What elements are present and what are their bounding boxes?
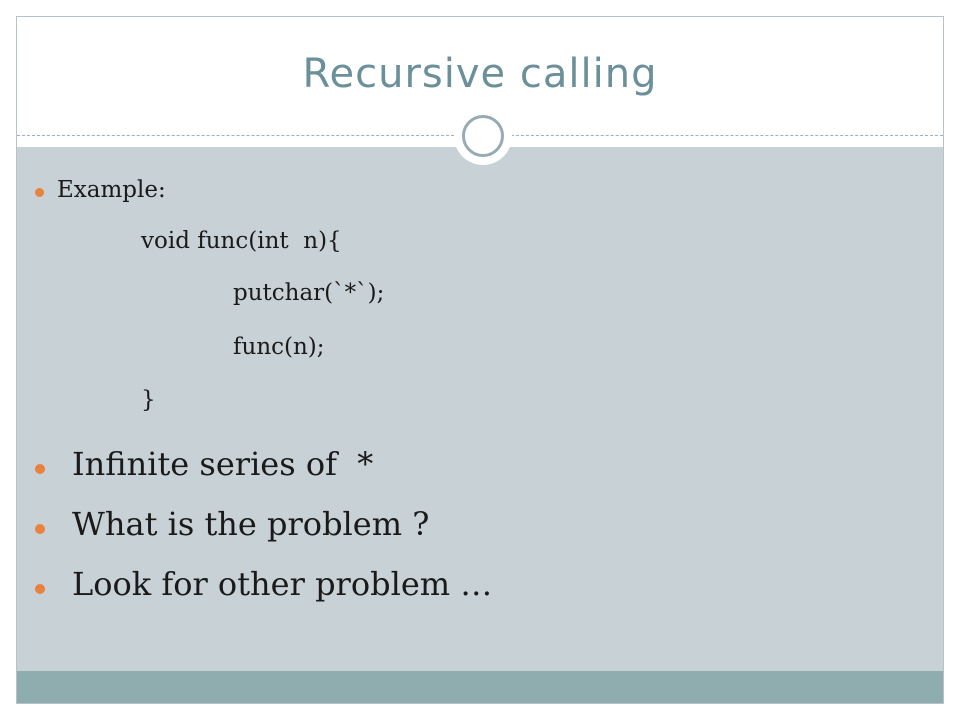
content-background (17, 147, 943, 671)
code-line: putchar(`*`); (233, 280, 385, 306)
title-ornament (454, 107, 512, 165)
code-line: func(n); (233, 334, 325, 360)
footer-bar (17, 671, 943, 703)
code-line: void func(int n){ (141, 228, 342, 254)
slide-title: Recursive calling (302, 51, 658, 97)
point-item: Infinite series of * (72, 445, 374, 483)
bullet-icon (35, 188, 44, 197)
slide-content: Example: void func(int n){ putchar(`*`);… (17, 17, 943, 703)
point-item: What is the problem ? (72, 505, 430, 543)
point-item: Look for other problem … (72, 565, 493, 603)
slide: Recursive calling Example: void func(int… (16, 16, 944, 704)
code-line: } (141, 387, 156, 413)
circle-ring-icon (462, 115, 504, 157)
bullet-icon (35, 584, 45, 594)
bullet-icon (35, 524, 45, 534)
bullet-icon (35, 464, 45, 474)
example-label: Example: (57, 177, 166, 203)
